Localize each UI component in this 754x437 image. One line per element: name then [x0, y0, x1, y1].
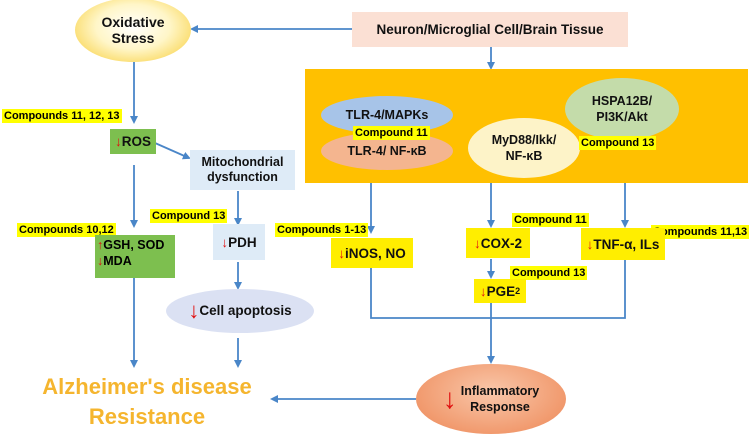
gsh-increase-arrow: ↑ — [97, 238, 104, 252]
gsh-mda-node: ↑GSH, SOD ↓MDA — [95, 235, 175, 278]
pdh-label: PDH — [228, 234, 257, 250]
myd88-line1: MyD88/Ikk/ — [491, 133, 557, 147]
mda-label: MDA — [103, 254, 132, 268]
tlr4-mapks-label: TLR-4/MAPKs — [345, 108, 429, 122]
cox2-label: COX-2 — [480, 235, 522, 251]
hspa-line2: PI3K/Akt — [596, 110, 648, 124]
apoptosis-decrease-arrow: ↓ — [188, 298, 200, 323]
inflammatory-response-node: ↓ Inflammatory Response — [416, 364, 566, 434]
compound-11-cox-label: Compound 11 — [512, 213, 589, 227]
inos-label: iNOS, NO — [344, 245, 406, 261]
cox2-decrease-arrow: ↓ — [473, 235, 481, 251]
pge2-label: PGE — [486, 283, 516, 299]
inflam-line1: Inflammatory — [460, 384, 540, 398]
oxidative-stress-node: Oxidative Stress — [75, 0, 191, 62]
compound-13-pdh-label: Compound 13 — [150, 209, 228, 223]
ros-node: ↓ ROS — [110, 129, 156, 154]
myd88-line2: NF-κB — [505, 149, 543, 163]
hspa12b-node: HSPA12B/ PI3K/Akt — [565, 78, 679, 140]
pdh-decrease-arrow: ↓ — [221, 234, 229, 250]
mito-line2: dysfunction — [207, 170, 278, 184]
compound-13-pge-label: Compound 13 — [510, 266, 588, 280]
tnf-decrease-arrow: ↓ — [586, 236, 594, 252]
tlr4-nfkb-node: TLR-4/ NF-κB — [321, 132, 453, 170]
source-label: Neuron/Microglial Cell/Brain Tissue — [376, 22, 604, 37]
inflammatory-decrease-arrow: ↓ — [442, 383, 457, 414]
compound-11-center-label: Compound 11 — [353, 126, 430, 140]
outcome-line1: Alzheimer's disease — [42, 374, 252, 399]
inos-node: ↓ iNOS, NO — [331, 238, 413, 268]
oxidative-stress-line2: Stress — [111, 30, 155, 46]
source-box: Neuron/Microglial Cell/Brain Tissue — [352, 12, 628, 47]
tnf-label: TNF-α, ILs — [593, 236, 660, 252]
arrow-ros-to-mito — [154, 142, 191, 160]
inflam-line2: Response — [470, 400, 530, 414]
outcome-title: Alzheimer's disease Resistance — [22, 372, 272, 432]
mda-decrease-arrow: ↓ — [97, 254, 104, 268]
compounds-11-13-label: Compounds 11,13 — [651, 225, 750, 239]
compounds-1-13-label: Compounds 1-13 — [275, 223, 369, 237]
pge2-subscript: 2 — [515, 285, 521, 296]
merge-line — [370, 260, 626, 319]
compound-13-pathway-label: Compound 13 — [579, 136, 657, 150]
cell-apoptosis-node: ↓ Cell apoptosis — [166, 289, 314, 333]
ros-decrease-arrow: ↓ — [114, 134, 122, 149]
myd88-node: MyD88/Ikk/ NF-κB — [468, 118, 580, 178]
apoptosis-label: Cell apoptosis — [199, 303, 292, 318]
mito-line1: Mitochondrial — [201, 155, 284, 169]
gsh-sod-label: GSH, SOD — [103, 238, 165, 252]
pdh-node: ↓ PDH — [213, 224, 265, 260]
ros-label: ROS — [121, 134, 151, 149]
outcome-line2: Resistance — [88, 404, 206, 429]
hspa-line1: HSPA12B/ — [591, 94, 653, 108]
mitochondrial-node: Mitochondrial dysfunction — [190, 150, 295, 190]
tnf-node: ↓ TNF-α, ILs — [581, 228, 665, 260]
inos-decrease-arrow: ↓ — [338, 245, 345, 261]
cox2-node: ↓ COX-2 — [466, 228, 530, 258]
pge2-decrease-arrow: ↓ — [479, 283, 487, 299]
oxidative-stress-line1: Oxidative — [101, 14, 165, 30]
tlr4-nfkb-label: TLR-4/ NF-κB — [347, 144, 427, 158]
compounds-10-12-label: Compounds 10,12 — [17, 223, 116, 237]
compounds-11-12-13-label: Compounds 11, 12, 13 — [2, 109, 122, 123]
